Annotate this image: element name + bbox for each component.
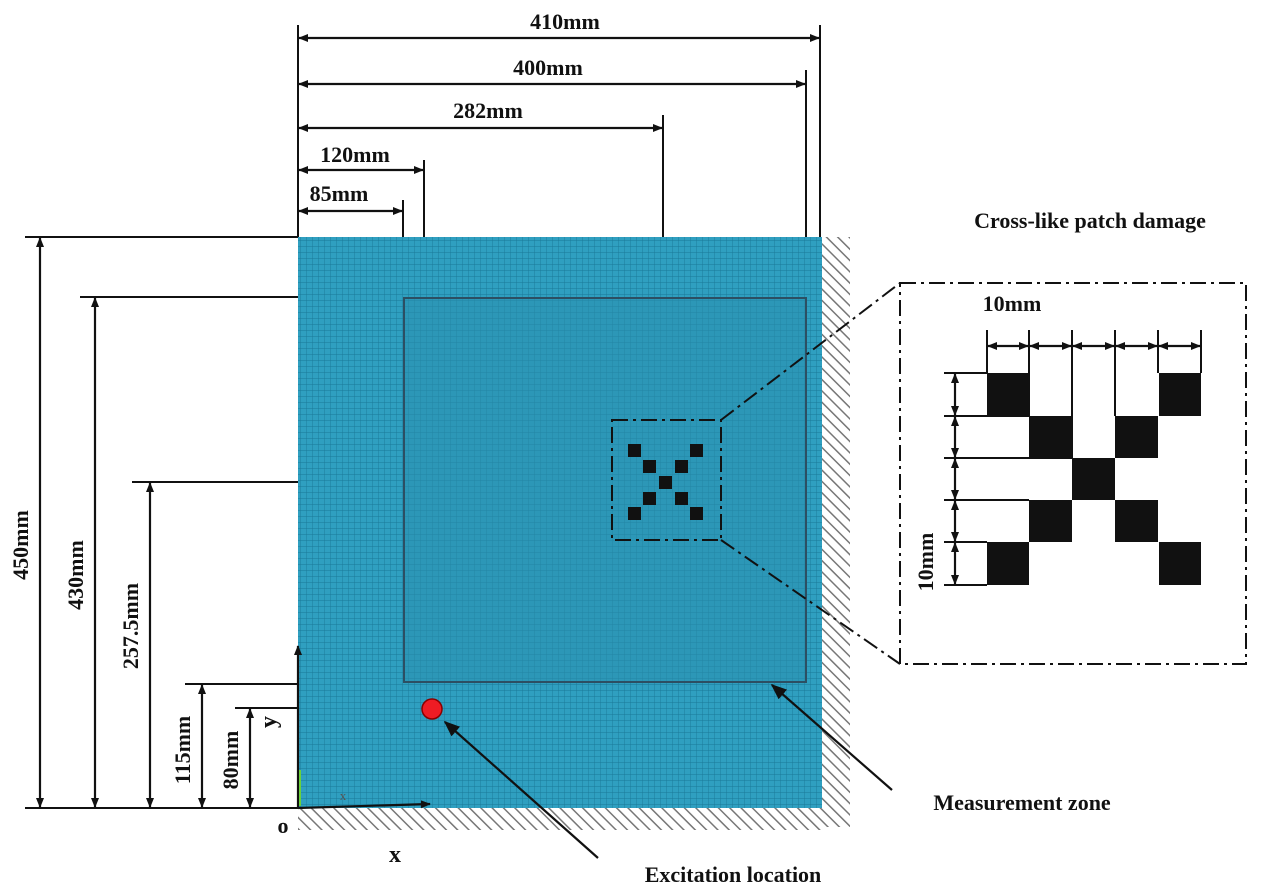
excitation-location-label: Excitation location	[645, 862, 822, 887]
inset-height-label: 10mm	[913, 533, 938, 592]
inset-width-dimension	[986, 330, 1202, 458]
inset-box	[899, 282, 1247, 665]
dim-282mm: 282mm	[453, 98, 523, 123]
axis-origin-label: o	[278, 813, 289, 838]
left-height-dimensions	[25, 236, 298, 809]
zoom-line-top	[720, 282, 901, 421]
zoom-line-bottom	[720, 539, 901, 665]
damage-title: Cross-like patch damage	[974, 208, 1206, 233]
top-width-dimensions	[297, 25, 821, 237]
plate-damage-cross	[628, 444, 703, 520]
axis-y-label: y	[256, 716, 282, 728]
right-clamp-hatching	[822, 237, 850, 827]
measurement-zone	[403, 297, 807, 683]
excitation-leader-arrow	[443, 720, 599, 859]
dim-115mm: 115mm	[170, 716, 195, 784]
dim-257-5mm: 257.5mm	[118, 583, 143, 669]
coordinate-axes	[294, 645, 431, 810]
measurement-zone-leader-arrow	[770, 683, 893, 791]
dim-120mm: 120mm	[320, 142, 390, 167]
bottom-clamp-hatching	[298, 808, 822, 830]
dim-410mm: 410mm	[530, 9, 600, 34]
damage-region-box	[611, 419, 722, 541]
inset-height-dimension	[944, 372, 1072, 586]
dim-80mm: 80mm	[218, 731, 243, 790]
inset-width-label: 10mm	[983, 291, 1042, 316]
axis-x-label: x	[389, 842, 401, 868]
mesh-axis-mark-label: x	[340, 788, 347, 803]
excitation-point	[421, 698, 443, 720]
dim-85mm: 85mm	[310, 181, 369, 206]
inset-damage-cross	[987, 373, 1201, 585]
measurement-zone-label: Measurement zone	[933, 790, 1111, 815]
dim-450mm: 450mm	[8, 510, 33, 580]
dim-430mm: 430mm	[63, 540, 88, 610]
dim-400mm: 400mm	[513, 55, 583, 80]
